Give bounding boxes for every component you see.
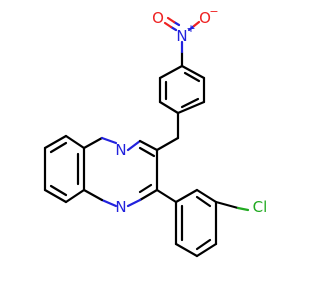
pyrazine-ring [82, 136, 159, 208]
nitrophenyl-ring [158, 64, 206, 115]
nitro-group [163, 16, 201, 68]
nitro-o-charge: − [209, 5, 218, 18]
molecule-structure: O N + O − N N Cl [43, 5, 268, 258]
methylene-bridge [155, 111, 180, 152]
nitro-o-right-label: O [199, 9, 211, 27]
ring-n-bottom-label: N [115, 198, 126, 216]
chlorine-bond [214, 200, 250, 212]
benzo-ring [43, 134, 86, 204]
chlorine-label: Cl [253, 198, 268, 216]
ring-n-top-label: N [115, 141, 126, 159]
chlorophenyl-link [155, 188, 178, 204]
nitro-o-left-label: O [152, 9, 164, 27]
nitro-n-charge: + [186, 22, 195, 35]
nitro-n-label: N [176, 27, 187, 45]
chlorophenyl-ring [174, 188, 218, 258]
